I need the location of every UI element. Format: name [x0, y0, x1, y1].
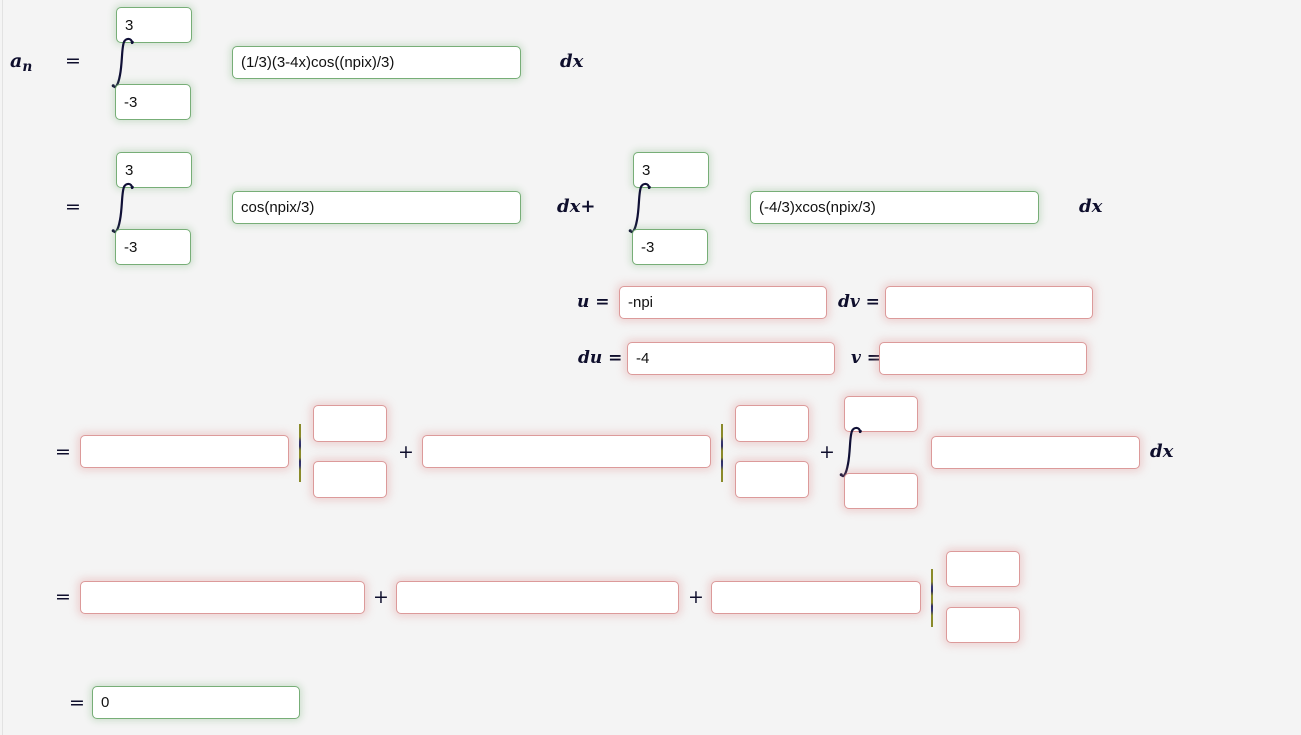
- row2-right-integrand-input[interactable]: [750, 191, 1039, 224]
- dv-input[interactable]: [885, 286, 1093, 319]
- row2-right-lower-limit-input[interactable]: [632, 229, 708, 265]
- row6-final-answer-input[interactable]: [92, 686, 300, 719]
- row4-term1-lower-input[interactable]: [313, 461, 387, 498]
- row2-left-upper-limit-input[interactable]: [116, 152, 192, 188]
- row1-lower-limit-input[interactable]: [115, 84, 191, 120]
- page-left-edge: [2, 0, 3, 735]
- row4-term2-input[interactable]: [422, 435, 711, 468]
- row4-differential-label: dx: [1150, 441, 1174, 462]
- plus-row4-2: +: [819, 441, 835, 463]
- row2-left-lower-limit-input[interactable]: [115, 229, 191, 265]
- row5-eval-upper-input[interactable]: [946, 551, 1020, 587]
- u-label: u =: [577, 292, 610, 312]
- du-input[interactable]: [627, 342, 835, 375]
- row5-term2-input[interactable]: [396, 581, 679, 614]
- row4-evaluation-bar-2: [721, 424, 723, 482]
- row5-evaluation-bar: [931, 569, 933, 627]
- row4-evaluation-bar-1: [299, 424, 301, 482]
- row4-term2-lower-input[interactable]: [735, 461, 809, 498]
- plus-row5-1: +: [373, 586, 389, 608]
- row2-right-differential-label: dx: [1079, 196, 1103, 217]
- row4-integral-lower-input[interactable]: [844, 473, 918, 509]
- row2-left-integrand-input[interactable]: [232, 191, 521, 224]
- plus-row5-2: +: [688, 586, 704, 608]
- row4-term1-input[interactable]: [80, 435, 289, 468]
- plus-row4-1: +: [398, 441, 414, 463]
- row1-integrand-input[interactable]: [232, 46, 521, 79]
- equals-row6: =: [69, 692, 85, 714]
- row1-differential-label: dx: [560, 51, 584, 72]
- equals-row1: =: [65, 50, 81, 72]
- row5-eval-lower-input[interactable]: [946, 607, 1020, 643]
- row2-right-upper-limit-input[interactable]: [633, 152, 709, 188]
- dv-label: dv =: [838, 292, 880, 312]
- row5-term3-input[interactable]: [711, 581, 921, 614]
- row4-integrand-input[interactable]: [931, 436, 1140, 469]
- row5-term1-input[interactable]: [80, 581, 365, 614]
- row4-term1-upper-input[interactable]: [313, 405, 387, 442]
- v-input[interactable]: [879, 342, 1087, 375]
- du-label: du =: [578, 348, 623, 368]
- equals-row2: =: [65, 196, 81, 218]
- a-n-label: an: [10, 50, 33, 75]
- equals-row5: =: [55, 586, 71, 608]
- u-input[interactable]: [619, 286, 827, 319]
- equals-row4: =: [55, 441, 71, 463]
- row4-integral-upper-input[interactable]: [844, 396, 918, 432]
- row4-term2-upper-input[interactable]: [735, 405, 809, 442]
- row2-left-differential-label: dx+: [557, 196, 596, 217]
- row1-upper-limit-input[interactable]: [116, 7, 192, 43]
- v-label: v =: [851, 348, 882, 368]
